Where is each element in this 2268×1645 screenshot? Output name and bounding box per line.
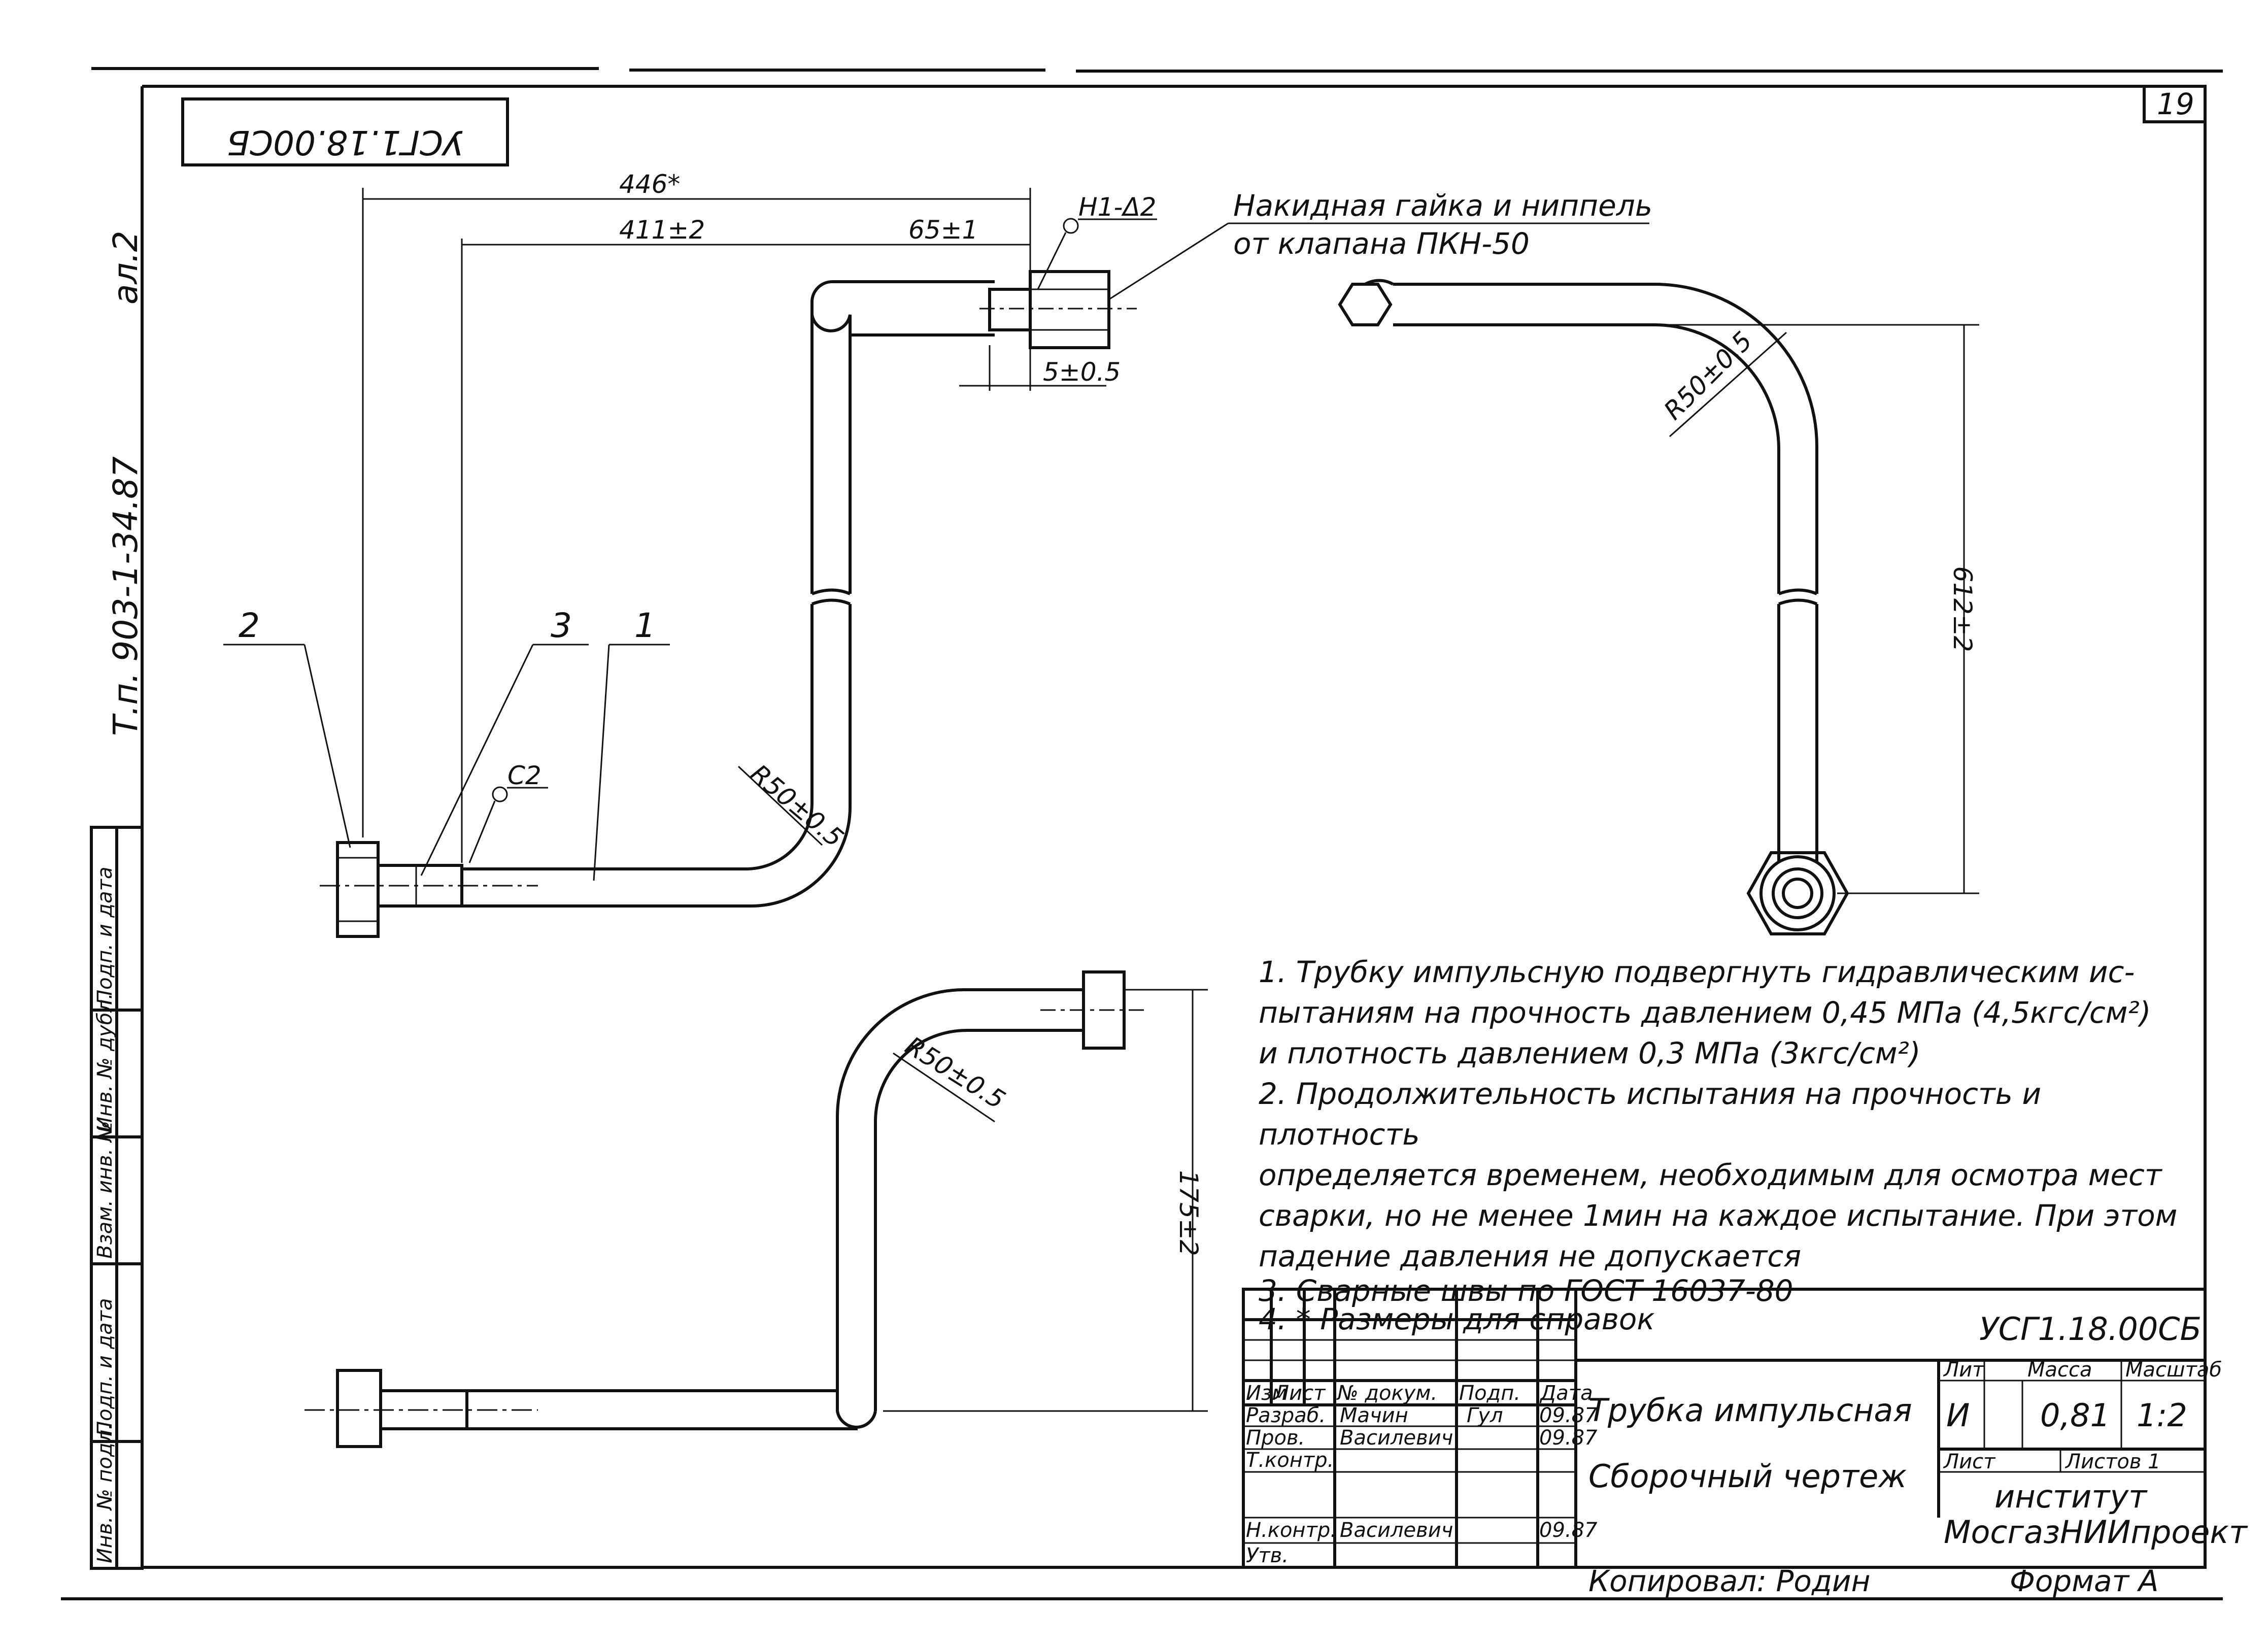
note-line: 3. Сварные швы по ГОСТ 16037-80 [1259, 1273, 1793, 1308]
main-view-tube [320, 270, 1137, 938]
tb-scale-hdr: Масштаб [2125, 1358, 2222, 1382]
technical-notes: 1. Трубку импульсную подвергнуть гидравл… [1259, 952, 2197, 1336]
rotated-stamp: УСГ1.18.00СБ [227, 123, 463, 162]
side-table-label-3: Инв. № дубл. [93, 993, 117, 1132]
tb-org-2: МосгазНИИпроект [1944, 1514, 2248, 1551]
part-label-2: 2 [239, 606, 260, 645]
tb-prov-date: 09.87 [1539, 1426, 1598, 1450]
tb-hdr-izm: Изм [1246, 1382, 1287, 1405]
tb-razrab-name: Мачин [1340, 1404, 1408, 1427]
rotated-stamp-box [181, 97, 509, 166]
dim-411: 411±2 [619, 215, 705, 245]
tb-scale-val: 1:2 [2137, 1397, 2187, 1434]
tb-utv-label: Утв. [1246, 1544, 1289, 1567]
tb-org-1: институт [1994, 1478, 2148, 1515]
tb-lit-hdr: Лит [1943, 1358, 1985, 1382]
sheet-frame [61, 67, 2223, 1600]
bottom-copy-label: Копировал: Родин [1588, 1564, 1871, 1598]
tb-prov-name: Василевич [1340, 1426, 1453, 1450]
page-number: 19 [2157, 87, 2194, 121]
tb-razrab-sign: Гул [1467, 1404, 1503, 1427]
tb-lit-val: И [1946, 1397, 1970, 1434]
tb-sheets-label: Листов 1 [2064, 1450, 2161, 1473]
right-view-dimensions [1654, 324, 1979, 894]
tb-hdr-data: Дата [1539, 1382, 1593, 1405]
side-table-label-2: Взам. инв. № [93, 1121, 117, 1259]
side-approval-table [90, 826, 144, 1570]
callout-line-1: Накидная гайка и ниппель [1233, 188, 1652, 223]
lower-view-dimensions [883, 989, 1208, 1412]
part-label-1: 1 [634, 606, 656, 645]
note-line: сварки, но не менее 1мин на каждое испыт… [1259, 1198, 2178, 1233]
side-table-label-1: Подп. и дата [93, 1298, 117, 1436]
bottom-format-label: Формат А [2010, 1564, 2158, 1598]
title-block-grid [1242, 1288, 2207, 1569]
note-line: пытаниям на прочность давлением 0,45 МПа… [1259, 995, 2151, 1030]
side-project-label: Т.п. 903-1-34.87 [106, 456, 145, 736]
side-table-label-4: Подп. и дата [93, 867, 117, 1005]
note-line: 1. Трубку импульсную подвергнуть гидравл… [1259, 955, 2135, 989]
part-leaders [223, 644, 670, 881]
radius-label-1: R50±0.5 [744, 759, 849, 853]
note-line: определяется временем, необходимым для о… [1259, 1158, 2162, 1192]
weld-label-c2: С2 [507, 761, 541, 790]
tb-hdr-list: Лист [1273, 1382, 1326, 1405]
tb-prov-label: Пров. [1246, 1426, 1305, 1450]
tb-hdr-doc: № докум. [1336, 1382, 1437, 1405]
tb-name-1: Трубка импульсная [1588, 1392, 1912, 1429]
dim-446: 446* [619, 170, 680, 199]
right-view-tube [1338, 279, 1849, 935]
note-line: падение давления не допускается [1259, 1239, 1802, 1273]
dim-612: 612±2 [1948, 566, 1977, 652]
tb-code: УСГ1.18.00СБ [1979, 1311, 2202, 1348]
tb-name-2: Сборочный чертеж [1588, 1458, 1907, 1495]
note-line: 4. * Размеры для справок [1259, 1302, 1655, 1336]
tb-hdr-podp: Подп. [1459, 1382, 1520, 1405]
note-line: и плотность давлением 0,3 МПа (3кгс/см²) [1259, 1036, 1921, 1070]
weld-label-h1: Н1-Δ2 [1078, 192, 1156, 222]
lower-view-tube [304, 970, 1147, 1448]
tb-sheet-label: Лист [1943, 1450, 1996, 1473]
side-sheet-label: ал.2 [106, 230, 145, 305]
tb-mass-hdr: Масса [2027, 1358, 2092, 1382]
radius-label-2: R50±0.5 [1658, 326, 1757, 425]
radius-leader-1 [737, 765, 823, 846]
tb-razrab-date: 09.87 [1539, 1404, 1598, 1427]
tb-razrab-label: Разраб. [1246, 1404, 1326, 1427]
callout-line-2: от клапана ПКН-50 [1233, 226, 1530, 261]
dim-175: 175±2 [1174, 1170, 1203, 1256]
radius-label-3: R50±0.5 [900, 1031, 1010, 1115]
tb-nkontr-date: 09.87 [1539, 1519, 1598, 1542]
tb-mass-val: 0,81 [2040, 1397, 2110, 1434]
tb-nkontr-name: Василевич [1340, 1519, 1453, 1542]
dim-5: 5±0.5 [1043, 357, 1121, 387]
note-line: 2. Продолжительность испытания на прочно… [1259, 1077, 2042, 1152]
tb-tkontr-label: Т.контр. [1246, 1449, 1334, 1472]
dim-65: 65±1 [908, 215, 978, 245]
weld-marker-c2 [492, 786, 508, 802]
part-label-3: 3 [551, 606, 572, 645]
side-table-label-0: Инв. № подл. [93, 1423, 117, 1563]
main-view-dimensions [362, 188, 1106, 863]
weld-marker-h1 [1063, 218, 1079, 234]
tb-nkontr-label: Н.контр. [1246, 1519, 1337, 1542]
